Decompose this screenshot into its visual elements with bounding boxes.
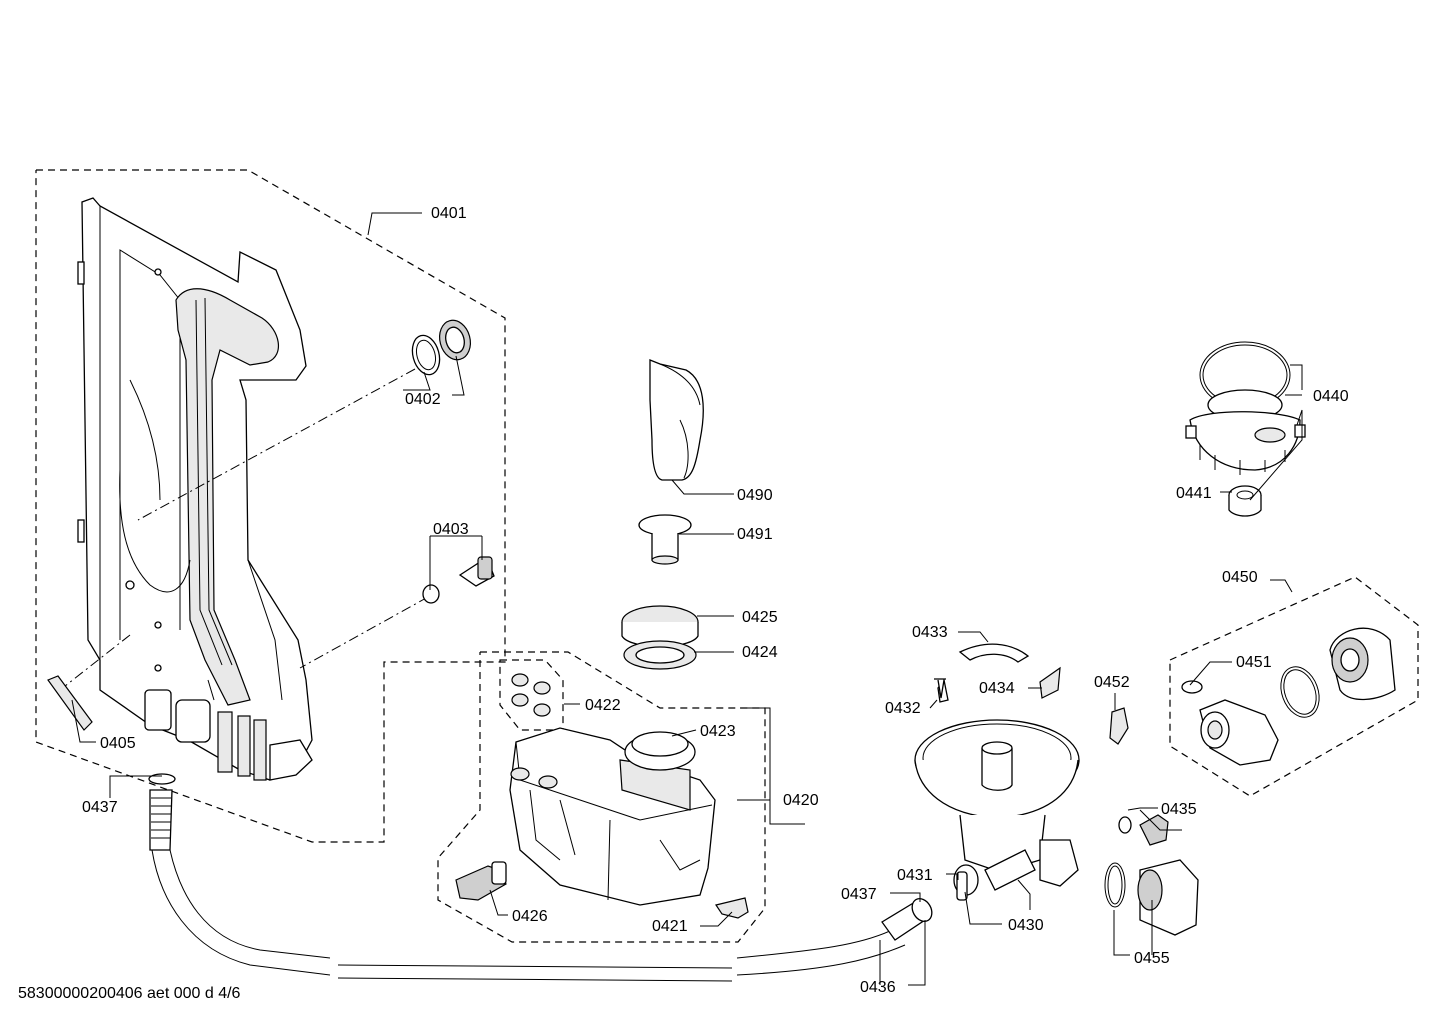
- label-0436: 0436: [860, 979, 896, 996]
- label-0434: 0434: [979, 680, 1015, 697]
- label-0430: 0430: [1008, 917, 1044, 934]
- strip-0405: [47, 675, 93, 731]
- part-labels: 0401 0402 0403 0405 0437 0490 0491 0425 …: [82, 205, 1349, 996]
- pump-group-0450: [1169, 576, 1419, 797]
- cone-0491: [638, 514, 692, 565]
- label-0437-left: 0437: [82, 799, 118, 816]
- label-0424: 0424: [742, 644, 778, 661]
- group-outline-0420: [437, 651, 766, 943]
- label-0420: 0420: [783, 792, 819, 809]
- label-0422: 0422: [585, 697, 621, 714]
- cap-0425-0424: [621, 605, 699, 670]
- sensor-0403: [422, 556, 495, 604]
- label-0403: 0403: [433, 521, 469, 538]
- label-0450: 0450: [1222, 569, 1258, 586]
- label-0433: 0433: [912, 624, 948, 641]
- label-0426: 0426: [512, 908, 548, 925]
- side-panel-group: [35, 169, 506, 843]
- label-0431: 0431: [897, 867, 933, 884]
- label-0455: 0455: [1134, 950, 1170, 967]
- leader-lines: [71, 212, 1303, 986]
- label-0440: 0440: [1313, 388, 1349, 405]
- label-0421: 0421: [652, 918, 688, 935]
- group-outline-0422: [499, 659, 564, 731]
- pump-housing-0440: [1185, 341, 1306, 517]
- clip-0421: [715, 897, 749, 919]
- document-code: 58300000200406 aet 000 d 4/6: [18, 985, 241, 1002]
- group-outline-0401: [35, 169, 506, 843]
- funnel-0490: [649, 359, 704, 481]
- motor-0455-0435: [1104, 814, 1199, 936]
- sump-0430: [914, 643, 1129, 901]
- label-0425: 0425: [742, 609, 778, 626]
- label-0402: 0402: [405, 391, 441, 408]
- label-0437-right: 0437: [841, 886, 877, 903]
- label-0435: 0435: [1161, 801, 1197, 818]
- label-0452: 0452: [1094, 674, 1130, 691]
- label-0441: 0441: [1176, 485, 1212, 502]
- heater-group: [437, 651, 766, 943]
- label-0423: 0423: [700, 723, 736, 740]
- label-0451: 0451: [1236, 654, 1272, 671]
- label-0401: 0401: [431, 205, 467, 222]
- screw-0432: [934, 678, 946, 699]
- ring-cap-0402: [411, 319, 471, 376]
- label-0491: 0491: [737, 526, 773, 543]
- label-0490: 0490: [737, 487, 773, 504]
- label-0432: 0432: [885, 700, 921, 717]
- label-0405: 0405: [100, 735, 136, 752]
- panel-channel: [175, 288, 280, 706]
